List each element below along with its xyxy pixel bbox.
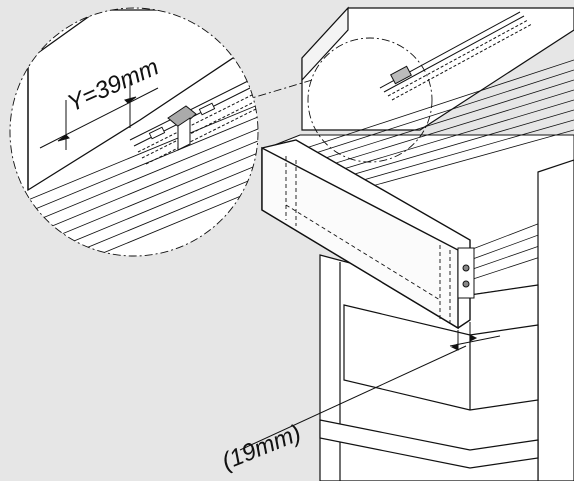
front-fixing-bracket — [457, 247, 475, 299]
drawer-front-hidden-lines — [285, 156, 451, 326]
runner-rail — [379, 11, 533, 101]
front-dimension-lines — [239, 322, 501, 451]
y-dimension-lines — [39, 80, 159, 150]
cabinet-shelf — [319, 419, 539, 469]
cabinet-right-side — [537, 159, 574, 481]
detail-magnifier — [9, 7, 259, 257]
drawer-front — [261, 139, 471, 330]
callout-source-circle — [307, 37, 433, 163]
